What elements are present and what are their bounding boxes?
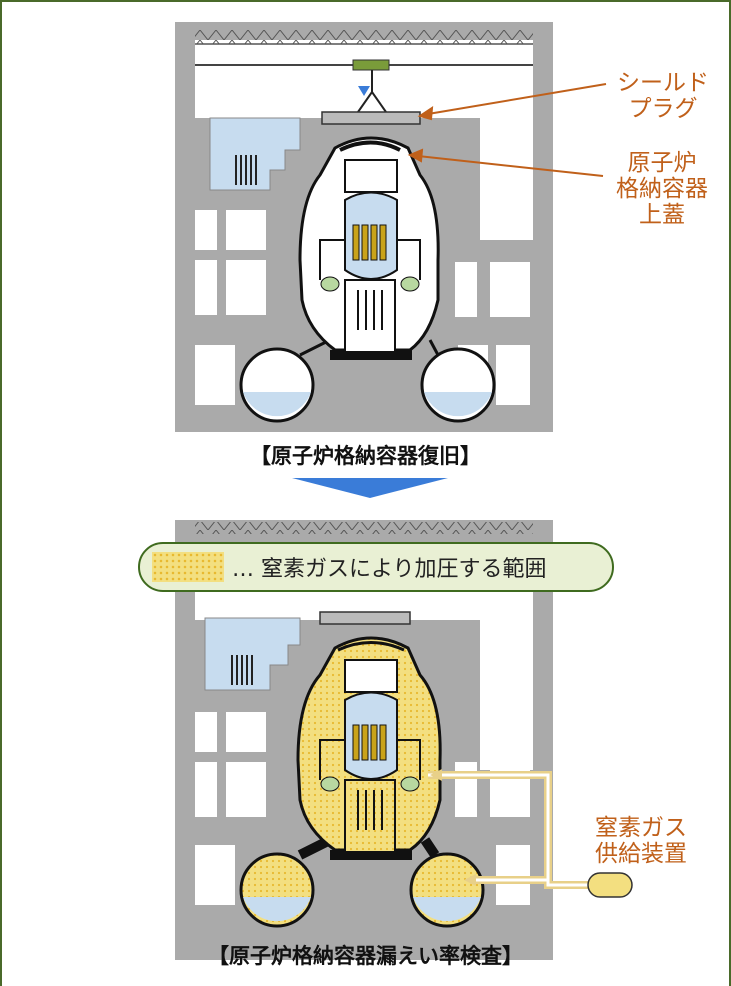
top-containment-vessel [239, 136, 496, 423]
legend: … 窒素ガスにより加圧する範囲 [138, 542, 614, 592]
label-shield-plug: シールド プラグ [617, 70, 709, 122]
label-nitrogen-supply: 窒素ガス 供給装置 [595, 815, 687, 867]
top-caption: 【原子炉格納容器復旧】 [250, 444, 481, 468]
top-leader-lines [407, 83, 607, 177]
pressurized-area-swatch [152, 552, 224, 582]
bottom-caption: 【原子炉格納容器漏えい率検査】 [208, 944, 523, 968]
legend-text: … 窒素ガスにより加圧する範囲 [232, 557, 547, 582]
nitrogen-supply-pipe [428, 769, 633, 898]
transition-arrow [292, 478, 448, 498]
bottom-containment-vessel [239, 636, 485, 928]
label-containment-lid: 原子炉 格納容器 上蓋 [616, 150, 708, 228]
